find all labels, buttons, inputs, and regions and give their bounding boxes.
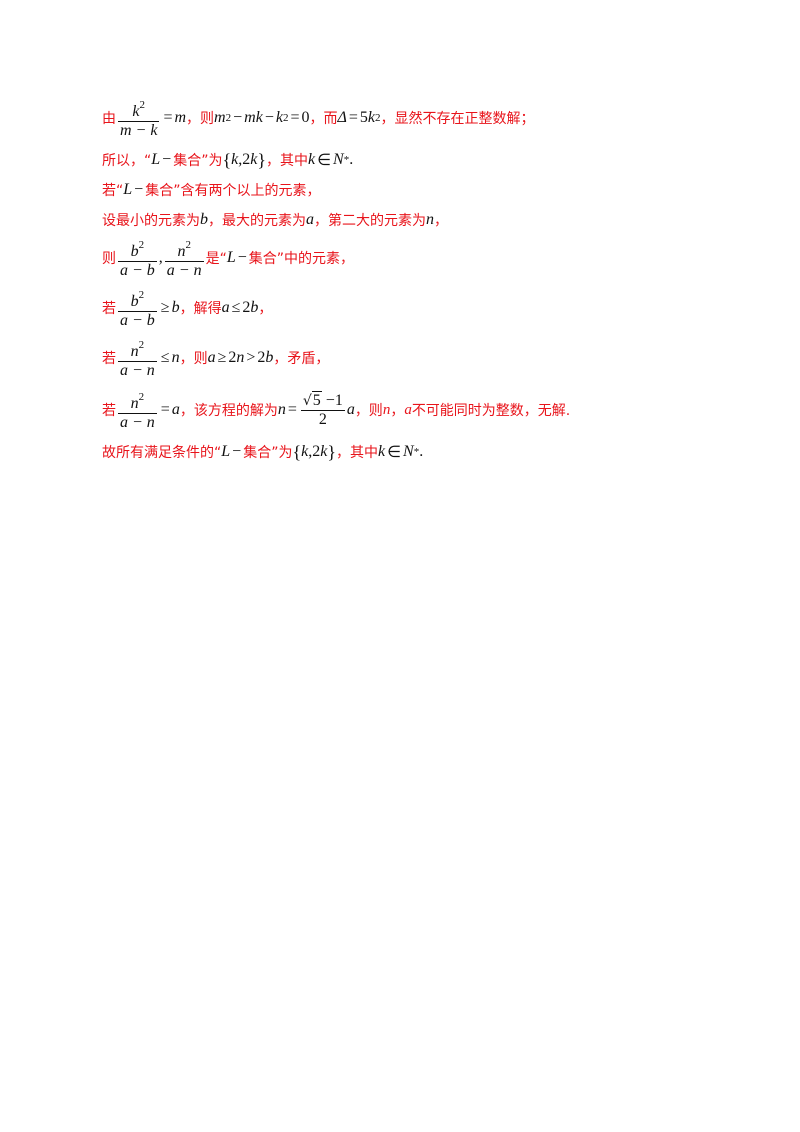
fraction-b2-over-a-minus-b: b2 a − b bbox=[118, 239, 157, 279]
text-you: 由 bbox=[102, 111, 116, 127]
fraction-n2-over-a-minus-n-3: n2 a − n bbox=[118, 391, 157, 431]
line-3: 若“ L− 集合”含有两个以上的元素， bbox=[102, 181, 321, 199]
text-no-solution: ，显然不存在正整数解； bbox=[380, 111, 535, 127]
text-ze: ，则 bbox=[186, 111, 215, 127]
fraction-b2-over-a-minus-b-2: b2 a − b bbox=[118, 289, 157, 329]
fraction-n2-over-a-minus-n-2: n2 a − n bbox=[118, 339, 157, 379]
fraction-sqrt5-minus-1-over-2: √5 −1 2 bbox=[300, 391, 345, 428]
line-8: 若 n2 a − n =a ，该方程的解为 n= √5 −1 2 a ，则 n … bbox=[102, 390, 570, 431]
fraction-k2-over-m-minus-k: k2 m − k bbox=[118, 99, 160, 139]
fraction-n2-over-a-minus-n: n2 a − n bbox=[164, 239, 204, 279]
line-5: 则 b2 a − b , n2 a − n 是“ L− 集合”中的元素， bbox=[102, 238, 354, 279]
text-er: ，而 bbox=[309, 111, 338, 127]
line-4: 设最小的元素为 b ，最大的元素为 a ，第二大的元素为 n ， bbox=[102, 211, 448, 229]
